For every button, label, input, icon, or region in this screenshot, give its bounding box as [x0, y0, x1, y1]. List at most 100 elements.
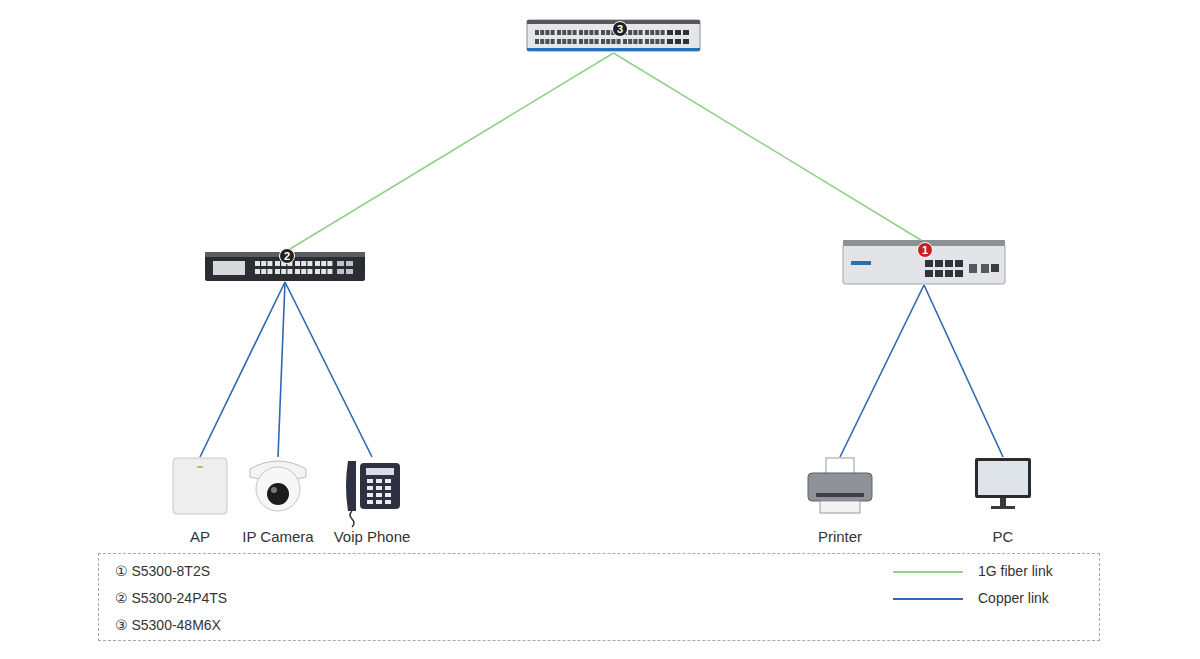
switch-body: [527, 20, 700, 51]
callout-badge: [613, 22, 628, 37]
printer-body: [808, 473, 872, 501]
switch-port: [376, 500, 382, 504]
switch-port: [683, 30, 689, 35]
network-link: [614, 53, 925, 242]
legend-text: Copper link: [978, 590, 1049, 606]
device-label: Printer: [790, 528, 890, 545]
switch-port: [346, 269, 353, 274]
switch-port: [267, 261, 272, 266]
switch-port: [955, 270, 963, 277]
network-node: Voip Phone: [322, 455, 422, 547]
switch-port: [295, 269, 300, 274]
switch-port: [595, 39, 599, 44]
model-label: ② S5300-24P4TS: [115, 590, 227, 606]
switch-port: [562, 39, 566, 44]
monitor-neck: [1000, 498, 1006, 506]
switch-port: [655, 30, 659, 35]
switch-port: [623, 39, 627, 44]
device-label: PC: [953, 528, 1053, 545]
switch-port: [606, 39, 610, 44]
switch-port: [606, 30, 610, 35]
switch-port: [275, 261, 280, 266]
switch-base: [527, 48, 700, 51]
switch-port: [633, 39, 637, 44]
switch-port: [321, 269, 326, 274]
switch-body: [843, 244, 1005, 284]
switch-port: [639, 39, 643, 44]
legend-line-sample: [893, 571, 963, 573]
switch-port: [535, 39, 539, 44]
switch-port: [645, 30, 649, 35]
network-link: [285, 53, 614, 252]
switch-port: [367, 479, 373, 483]
network-link: [200, 282, 285, 457]
phone-handset: [346, 461, 356, 511]
switch-port: [573, 39, 577, 44]
switch-port: [573, 30, 577, 35]
switch-port: [645, 39, 649, 44]
switch-port: [584, 30, 588, 35]
switch-port: [385, 486, 391, 490]
switch-port: [545, 30, 549, 35]
camera-lens: [267, 483, 289, 505]
switch-port: [261, 261, 266, 266]
switch-port: [579, 30, 583, 35]
switch-port: [661, 30, 665, 35]
switch-port: [267, 269, 272, 274]
switch-port: [315, 269, 320, 274]
ap-led: [197, 466, 203, 468]
switch-port: [557, 30, 561, 35]
switch-port: [650, 30, 654, 35]
switch-port: [639, 30, 643, 35]
switch-port: [601, 39, 605, 44]
device-label: Voip Phone: [322, 528, 422, 545]
phone-body: [360, 463, 400, 509]
switch-port: [557, 39, 561, 44]
switch-port: [385, 500, 391, 504]
switch-graphic: [527, 18, 700, 53]
switch-port: [255, 261, 260, 266]
switch-port: [683, 39, 689, 44]
switch-port: [385, 493, 391, 497]
device-label: AP: [150, 528, 250, 545]
switch-port: [321, 261, 326, 266]
network-link: [285, 282, 372, 457]
switch-port: [327, 261, 332, 266]
callout-badge: [918, 243, 933, 258]
switch-port: [287, 269, 292, 274]
switch-port: [275, 269, 280, 274]
switch-port: [301, 269, 306, 274]
switch-port: [595, 30, 599, 35]
switch-port: [346, 261, 353, 266]
switch-port: [617, 39, 621, 44]
legend-frame: [98, 553, 1100, 641]
network-node: Printer: [790, 455, 890, 547]
device-icon: [953, 455, 1053, 527]
network-link: [924, 285, 1003, 457]
model-label: ③ S5300-48M6X: [115, 617, 221, 633]
device-icon: [790, 455, 890, 527]
switch-port: [935, 270, 943, 277]
model-label: ① S5300-8T2S: [115, 563, 210, 579]
switch-port: [611, 39, 615, 44]
switch-port: [925, 260, 933, 267]
legend-text: 1G fiber link: [978, 563, 1053, 579]
legend-line-sample: [893, 598, 963, 600]
switch-logo: [851, 261, 871, 265]
switch-port: [367, 493, 373, 497]
switch-port: [589, 30, 593, 35]
switch-port: [675, 30, 681, 35]
phone-screen: [366, 468, 394, 475]
switch-port: [667, 39, 673, 44]
switch-port: [261, 269, 266, 274]
switch-port: [945, 260, 953, 267]
switch-port: [584, 39, 588, 44]
switch-port: [661, 39, 665, 44]
network-node: 1: [843, 240, 1005, 285]
camera-ball: [256, 467, 300, 511]
device-icon: [150, 455, 250, 527]
switch-port: [281, 269, 286, 274]
switch-port: [667, 30, 673, 35]
switch-port: [981, 264, 989, 273]
